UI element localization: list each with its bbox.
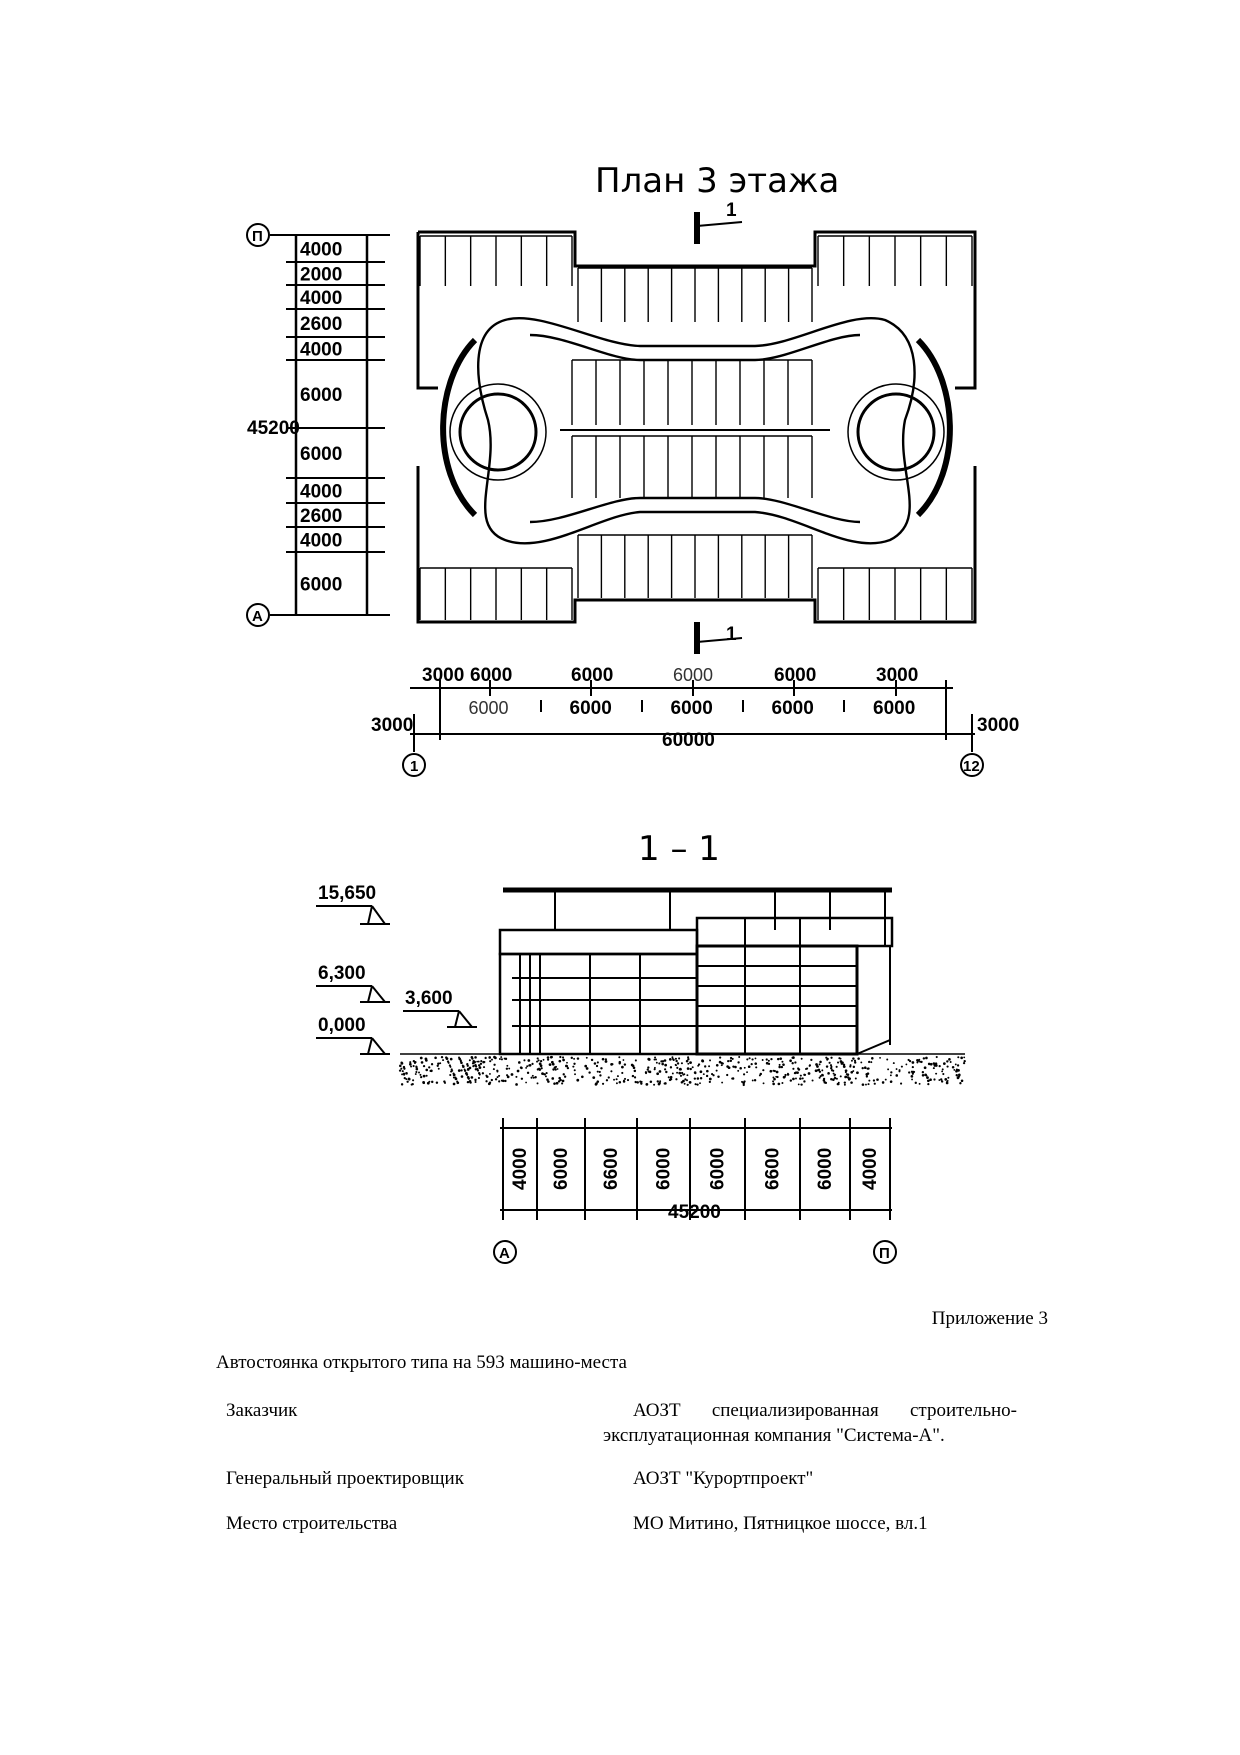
axis-label-p: П [252,228,263,245]
plan-title: План 3 этажа [595,161,839,201]
level-marks: 15,650 6,300 3,600 0,000 [316,883,477,1055]
section-dim-3: 6000 [654,1148,675,1190]
left-dim-7: 4000 [300,482,342,503]
bottom-row2-dim-1: 6000 [570,698,612,719]
customer-label: Заказчик [226,1400,298,1421]
bottom-row2-dim-2: 6000 [671,698,713,719]
designer-label: Генеральный проектировщик [226,1468,464,1489]
section-dim-4: 6000 [708,1148,729,1190]
parking-stalls [419,235,973,620]
level-mark-3600: 3,600 [403,988,477,1028]
section-title: 1 – 1 [638,829,720,869]
bottom-total-dim: 60000 [662,730,715,751]
section-axis-p: П [879,1245,890,1262]
customer-value-line2: эксплуатационная компания "Система-А". [603,1425,945,1446]
level-0000-label: 0,000 [318,1015,366,1036]
section-mark-bottom-label: 1 [726,624,737,645]
bottom-row1-dim-2: 6000 [571,665,613,686]
bottom-row2-dim-3: 6000 [772,698,814,719]
axis-label-1: 1 [410,758,418,775]
left-dim-2: 4000 [300,288,342,309]
axis-label-a: А [252,608,263,625]
customer-value: АОЗТ специализированная строительно- экс… [603,1398,1017,1448]
level-mark-0000: 0,000 [316,1015,390,1055]
level-mark-6300: 6,300 [316,963,390,1003]
ramp-loop [440,317,953,545]
level-mark-15650: 15,650 [316,883,390,925]
section-dim-1: 6000 [551,1148,572,1190]
bottom-row1-dim-5: 3000 [876,665,918,686]
left-dim-8: 2600 [300,506,342,527]
section-mark-top-label: 1 [726,200,737,221]
section-dimension-chain: 4000 6000 6600 6000 6000 6600 6000 4000 45200 А… [493,1118,897,1264]
site-value: МО Митино, Пятницкое шоссе, вл.1 [633,1513,928,1534]
section-dim-6: 6000 [815,1148,836,1190]
left-dim-3: 2600 [300,314,342,335]
section-total-dim: 45200 [668,1202,721,1223]
left-dim-0: 4000 [300,240,342,261]
ground-hatch [398,1053,966,1087]
bottom-row1-dim-3: 6000 [673,665,713,685]
axis-label-12: 12 [963,758,980,775]
building-outline [416,230,977,624]
left-dim-10: 6000 [300,575,342,596]
bottom-side-left-dim: 3000 [371,715,413,736]
section-drawing: 1 – 1 15,650 6,300 [316,829,966,1264]
left-dim-6: 6000 [300,444,342,465]
section-dim-7: 4000 [860,1148,881,1190]
left-dim-5: 6000 [300,385,342,406]
designer-value: АОЗТ "Курортпроект" [633,1468,814,1489]
section-dim-0: 4000 [510,1148,531,1190]
bottom-row1-dim-4: 6000 [774,665,816,686]
site-label: Место строительства [226,1513,398,1534]
section-dim-2: 6600 [601,1148,622,1190]
left-total-dim: 45200 [247,418,300,439]
customer-value-line1: АОЗТ специализированная строительно- [633,1400,1017,1421]
bottom-row1-dim-0: 3000 [422,665,464,686]
section-mark-bottom: 1 [694,622,743,654]
bottom-row1-dim-1: 6000 [470,665,512,686]
bottom-row2-dim-4: 6000 [873,698,915,719]
left-dim-4: 4000 [300,340,342,361]
section-dim-5: 6600 [763,1148,784,1190]
appendix-label: Приложение 3 [931,1308,1048,1329]
section-mark-top: 1 [694,200,743,244]
left-dim-9: 4000 [300,531,342,552]
level-15650-label: 15,650 [318,883,376,904]
section-axis-a: А [499,1245,510,1262]
building-section [498,887,894,1056]
level-6300-label: 6,300 [318,963,366,984]
left-dimension-chain: 4000200040002600400060006000400026004000… [246,223,390,627]
left-dim-1: 2000 [300,265,342,286]
bottom-row2-dim-0: 6000 [469,698,509,718]
document-heading: Автостоянка открытого типа на 593 машино… [216,1352,627,1373]
bottom-side-right-dim: 3000 [977,715,1019,736]
level-3600-label: 3,600 [405,988,453,1009]
